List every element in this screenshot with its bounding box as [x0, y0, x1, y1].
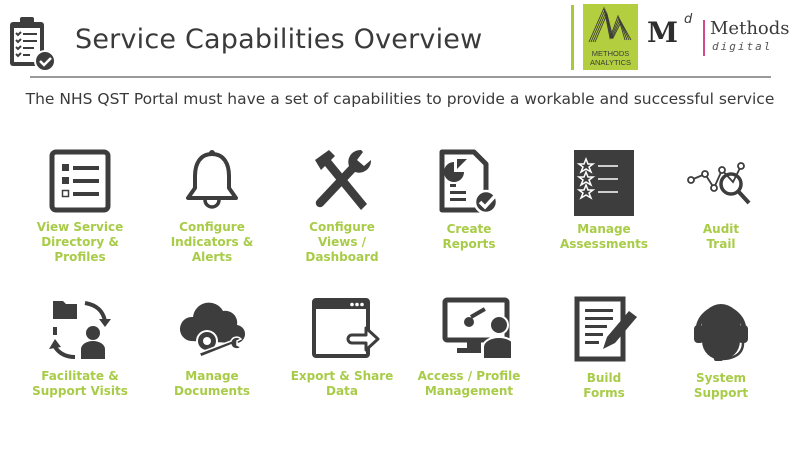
- headset-icon: [694, 304, 748, 361]
- capability-audit-trail: Audit Trail: [656, 148, 786, 252]
- capability-label: Configure Indicators & Alerts: [170, 220, 254, 264]
- methods-analytics-line1: METHODS: [591, 49, 630, 58]
- report-document-icon: [439, 149, 499, 215]
- capability-view-service-directory: View Service Directory & Profiles: [15, 148, 145, 265]
- window-export-icon: [312, 298, 380, 358]
- methods-digital-name: Methods: [710, 18, 790, 39]
- bell-icon: [186, 150, 238, 209]
- hammer-wrench-icon: [315, 149, 372, 210]
- monitor-key-user-icon: [442, 297, 511, 360]
- methods-digital-divider: [703, 20, 705, 56]
- form-pencil-icon: [574, 296, 637, 362]
- capability-configure-views: Configure Views / Dashboard: [277, 146, 407, 265]
- methods-digital-mark: M: [647, 16, 678, 49]
- page-title: Service Capabilities Overview: [75, 24, 483, 55]
- capability-label: Manage Documents: [174, 369, 250, 398]
- capability-export-share: Export & Share Data: [277, 295, 407, 399]
- list-checkbox-icon: [49, 149, 111, 213]
- magnifier-trend-icon: [687, 162, 751, 205]
- capability-label: Audit Trail: [702, 222, 740, 251]
- methods-analytics-logo: METHODS ANALYTICS: [583, 4, 638, 70]
- capability-system-support: System Support: [656, 295, 786, 401]
- star-list-icon: [574, 150, 634, 216]
- capability-label: Manage Assessments: [559, 222, 649, 251]
- capability-label: Export & Share Data: [290, 369, 394, 398]
- methods-digital-sup: d: [684, 12, 693, 27]
- capability-label: Facilitate & Support Visits: [32, 369, 128, 398]
- cloud-gear-wrench-icon: [179, 302, 246, 358]
- capability-label: Configure Views / Dashboard: [305, 220, 379, 264]
- capability-label: System Support: [693, 371, 749, 400]
- capability-configure-indicators: Configure Indicators & Alerts: [147, 148, 277, 265]
- capability-build-forms: Build Forms: [539, 295, 669, 401]
- capability-manage-assessments: Manage Assessments: [539, 148, 669, 252]
- capability-manage-documents: Manage Documents: [147, 295, 277, 399]
- methods-digital-tagline: digital: [712, 40, 773, 53]
- header-divider: [30, 76, 771, 78]
- capability-label: Create Reports: [442, 222, 496, 251]
- capability-access-profile: Access / Profile Management: [404, 295, 534, 399]
- capability-label: View Service Directory & Profiles: [36, 220, 124, 264]
- capability-label: Build Forms: [583, 371, 625, 400]
- page-subtitle: The NHS QST Portal must have a set of ca…: [25, 90, 775, 108]
- capability-label: Access / Profile Management: [417, 369, 521, 398]
- logo-divider: [571, 5, 574, 70]
- methods-analytics-line2: ANALYTICS: [589, 58, 632, 67]
- clipboard-checklist-icon: [8, 14, 58, 72]
- methods-analytics-mark-icon: [588, 6, 632, 43]
- capability-facilitate-visits: Facilitate & Support Visits: [15, 295, 145, 399]
- capability-create-reports: Create Reports: [404, 148, 534, 252]
- cycle-folder-person-icon: [49, 301, 111, 359]
